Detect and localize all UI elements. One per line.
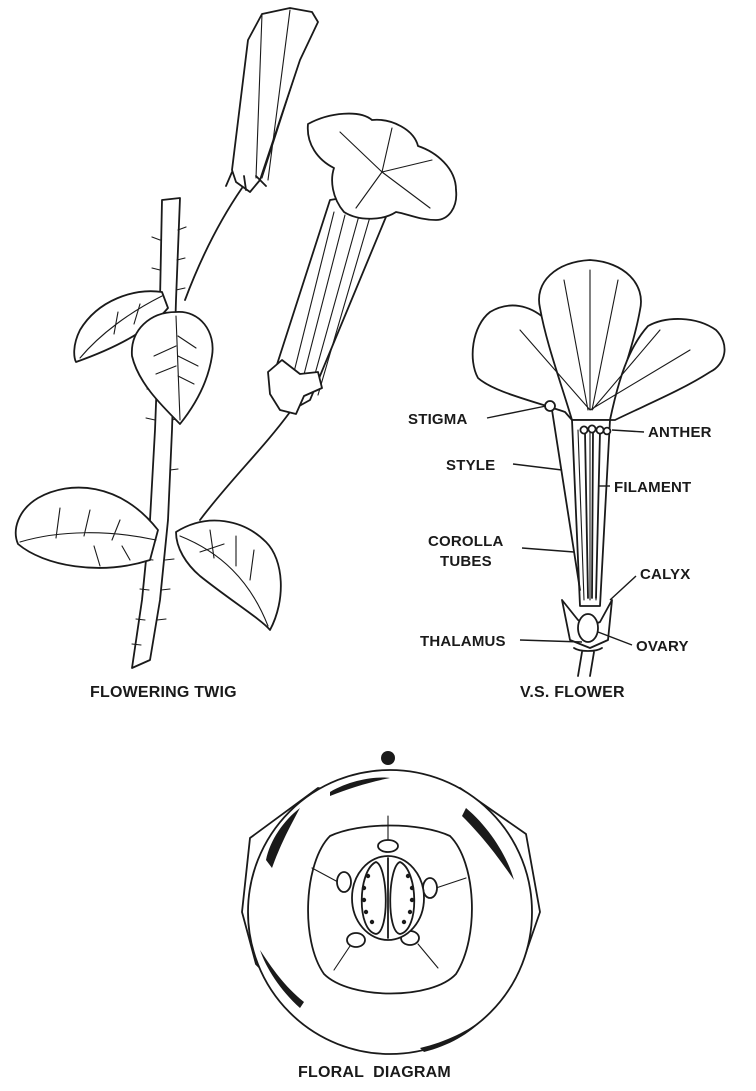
flower-bud <box>232 8 318 192</box>
lower-leaf-left <box>16 488 158 568</box>
vs-flower-caption: V.S. FLOWER <box>520 684 625 701</box>
mother-axis <box>381 751 395 765</box>
floral-diagram-caption: FLORAL DIAGRAM <box>298 1064 451 1081</box>
twig-caption: FLOWERING TWIG <box>90 684 237 701</box>
flowering-twig-drawing <box>16 8 456 668</box>
lower-leaf-right <box>176 521 281 630</box>
label-ovary: OVARY <box>636 638 689 655</box>
vs-thalamus <box>574 648 602 676</box>
label-corolla-line1: COROLLA <box>428 533 504 550</box>
bud-stalk <box>185 188 242 300</box>
vs-flower-drawing <box>473 260 725 676</box>
label-thalamus: THALAMUS <box>420 633 506 650</box>
floral-ovary <box>352 856 424 940</box>
label-stigma: STIGMA <box>408 411 468 428</box>
vs-stigma <box>545 401 555 411</box>
label-style: STYLE <box>446 457 495 474</box>
label-corolla-line2: TUBES <box>440 553 492 570</box>
label-calyx: CALYX <box>640 566 690 583</box>
label-anther: ANTHER <box>648 424 712 441</box>
floral-diagram-drawing <box>242 751 540 1054</box>
vs-ovary <box>578 614 598 642</box>
flower-stalk <box>200 412 290 520</box>
label-filament: FILAMENT <box>614 479 691 496</box>
